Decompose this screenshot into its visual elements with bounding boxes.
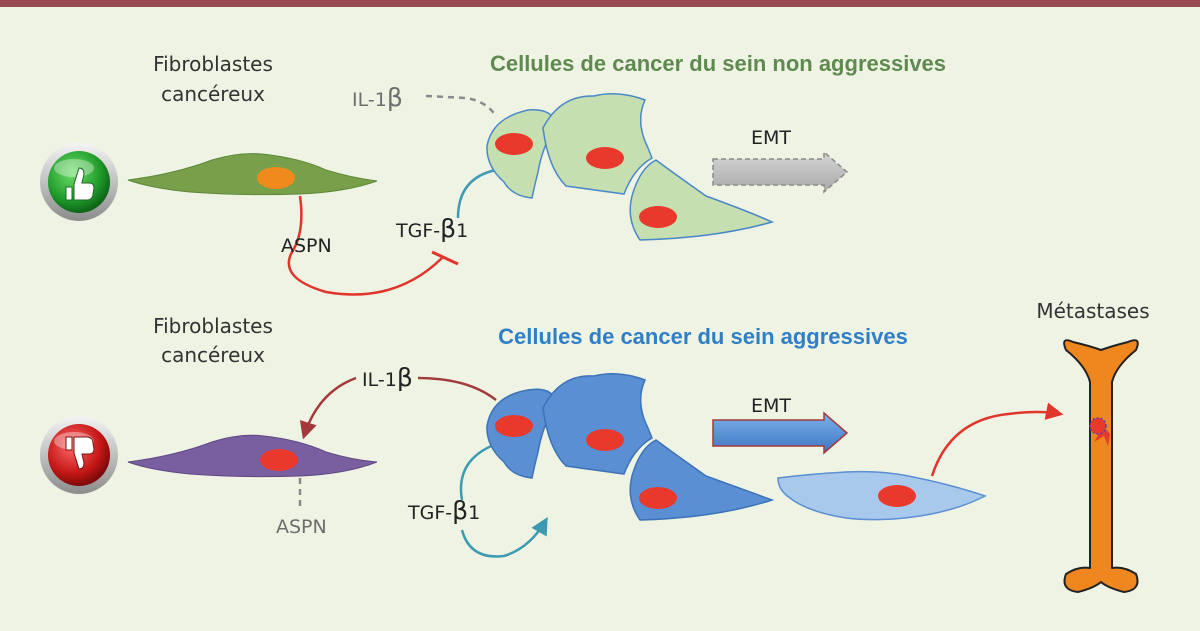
green-fibroblast-cell <box>127 153 378 196</box>
bone-icon <box>1063 339 1139 593</box>
thumbs-down-icon <box>40 416 118 494</box>
fibroblast-nucleus <box>257 167 295 189</box>
top-panel: Fibroblastes cancéreux ASPN TGF-β1 IL-1β… <box>40 51 946 296</box>
tgf-line-out <box>459 442 497 501</box>
top-border <box>0 0 1200 7</box>
fibroblast-label-line1: Fibroblastes <box>153 314 273 338</box>
il1b-label: IL-1β <box>362 363 413 392</box>
metastasis-site <box>1089 417 1107 435</box>
emt-arrow-blue <box>712 411 849 455</box>
emt-label-bottom: EMT <box>751 395 791 417</box>
aspn-label: ASPN <box>276 516 327 538</box>
migrating-cell-nucleus <box>878 485 916 507</box>
metastasis-arrow <box>930 402 1064 477</box>
il1b-arrow <box>299 376 357 440</box>
tgf-arrow-in <box>460 516 548 558</box>
aspn-label: ASPN <box>281 235 332 257</box>
tgf-teal-line <box>456 168 497 219</box>
fibroblast-label-line2: cancéreux <box>161 82 265 106</box>
aggressive-cell-cluster <box>486 373 775 521</box>
bottom-panel: Fibroblastes cancéreux ASPN IL-1β TGF-β1… <box>40 299 1150 593</box>
tgf-label: TGF-β1 <box>395 214 468 243</box>
aggressive-cells-title: Cellules de cancer du sein aggressives <box>498 324 908 349</box>
il1b-line-right <box>417 376 497 401</box>
inhibition-bar <box>431 250 459 266</box>
fibroblast-label-line2: cancéreux <box>161 343 265 367</box>
purple-fibroblast-cell <box>127 434 378 478</box>
emt-arrow-grey <box>712 150 849 194</box>
tgf-label: TGF-β1 <box>407 496 480 525</box>
metastases-label: Métastases <box>1036 299 1149 323</box>
fibroblast-label-line1: Fibroblastes <box>153 52 273 76</box>
il1b-label: IL-1β <box>352 83 403 112</box>
thumbs-up-icon <box>40 143 118 221</box>
il1b-dashed-arrow <box>425 94 498 117</box>
fibroblast-nucleus <box>260 449 298 471</box>
non-aggressive-cell-cluster <box>486 93 775 241</box>
emt-label-top: EMT <box>751 127 791 149</box>
aspn-inhibition-line <box>287 195 443 296</box>
non-aggressive-cells-title: Cellules de cancer du sein non aggressiv… <box>490 51 946 76</box>
